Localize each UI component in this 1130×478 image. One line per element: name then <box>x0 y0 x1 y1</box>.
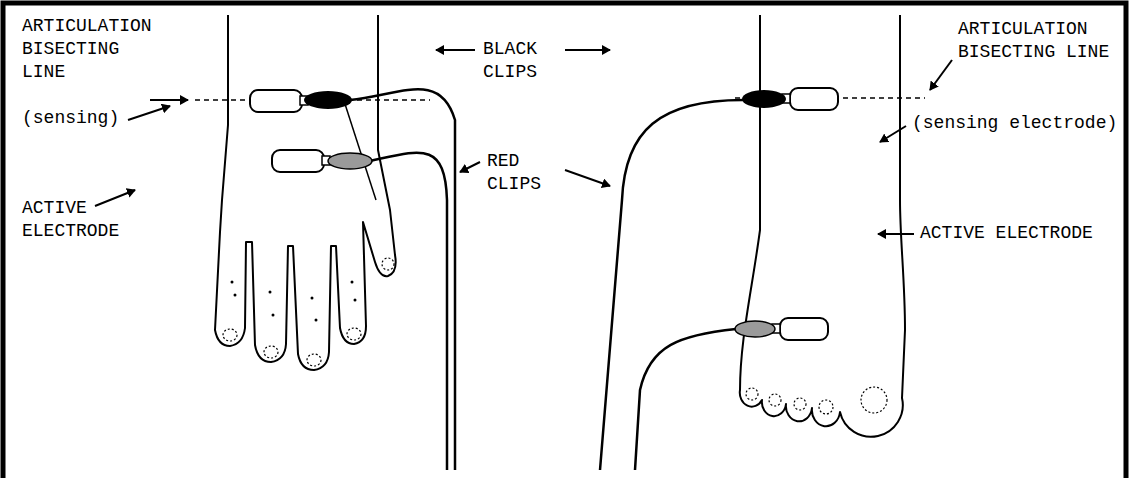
callout-label: ACTIVE ELECTRODE <box>920 222 1120 245</box>
callout-label: (sensing) <box>22 107 152 130</box>
callout-label: (sensing electrode) <box>912 112 1124 135</box>
callout-label: BLACK CLIPS <box>483 38 555 84</box>
callout-label: RED CLIPS <box>487 150 559 196</box>
callout-label: ACTIVE ELECTRODE <box>22 197 142 243</box>
callout-label: ARTICULATION BISECTING LINE <box>22 15 162 84</box>
callout-label: ARTICULATION BISECTING LINE <box>958 18 1120 64</box>
